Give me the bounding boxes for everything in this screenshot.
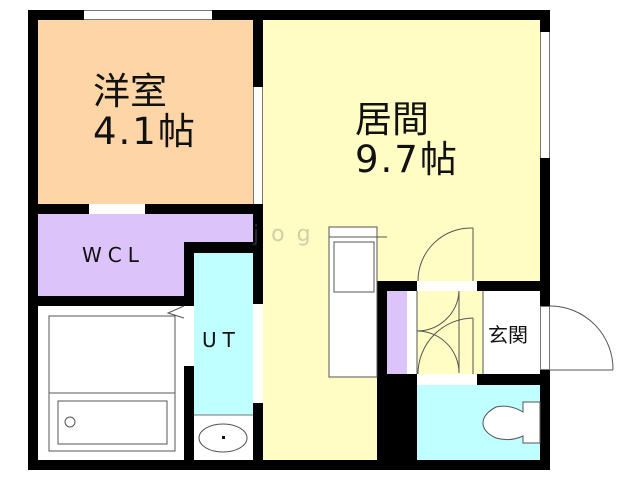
opening-entry-living bbox=[417, 281, 477, 291]
wcl-label: WCL bbox=[82, 243, 145, 267]
wall-ut-right-lower bbox=[253, 403, 263, 470]
entry-closet bbox=[387, 291, 407, 374]
watermark: jog bbox=[253, 222, 323, 247]
entrance bbox=[483, 291, 540, 374]
window-living-right bbox=[540, 32, 550, 158]
washbasin-icon bbox=[194, 414, 253, 453]
entry-closet-strip bbox=[407, 291, 417, 374]
wall-ut-left-lower bbox=[184, 366, 194, 470]
opening-western-wcl bbox=[89, 204, 145, 214]
wall-left bbox=[28, 10, 38, 470]
bathtub-icon bbox=[48, 315, 176, 452]
entry-doors-icon bbox=[416, 290, 484, 375]
opening-ut-living bbox=[253, 343, 263, 403]
wall-bottom bbox=[28, 460, 550, 470]
entrance-label: 玄関 bbox=[488, 323, 528, 347]
western-room bbox=[38, 20, 254, 204]
wall-room-divider bbox=[253, 10, 263, 87]
wall-right bbox=[540, 10, 550, 470]
opening-entry-toilet bbox=[417, 374, 477, 385]
living-room-name: 居間 bbox=[355, 98, 429, 141]
front-door-opening bbox=[540, 306, 550, 370]
western-room-size: 4.1帖 bbox=[93, 110, 197, 153]
wall-wcl-step bbox=[184, 242, 263, 253]
wall-toilet-left bbox=[377, 374, 417, 470]
ut-label: UT bbox=[202, 328, 241, 352]
bath-door-icon bbox=[166, 305, 185, 319]
opening-western-living bbox=[253, 87, 263, 204]
wall-ut-left bbox=[184, 242, 194, 306]
toilet-icon bbox=[482, 401, 541, 444]
western-room-name: 洋室 bbox=[93, 70, 167, 113]
window-western-top bbox=[84, 10, 212, 20]
living-room-size: 9.7帖 bbox=[355, 138, 459, 181]
utility-room bbox=[194, 253, 253, 415]
wall-wcl-right bbox=[253, 204, 263, 304]
bathroom bbox=[38, 306, 184, 460]
wall-wcl-bottom bbox=[28, 296, 194, 306]
front-door-icon bbox=[549, 305, 614, 371]
opening-bath-ut bbox=[184, 306, 194, 366]
kitchen-counter-icon bbox=[328, 226, 387, 378]
wall-toilet-top bbox=[477, 374, 550, 385]
wall-western-bottom bbox=[28, 204, 263, 214]
wall-entry-top-left bbox=[377, 281, 417, 291]
western-room-label: 洋室 4.1帖 bbox=[93, 72, 197, 152]
wall-entry-top-right bbox=[477, 281, 550, 291]
wall-top bbox=[28, 10, 550, 20]
living-room-label: 居間 9.7帖 bbox=[355, 100, 459, 180]
living-door-icon bbox=[417, 227, 474, 282]
